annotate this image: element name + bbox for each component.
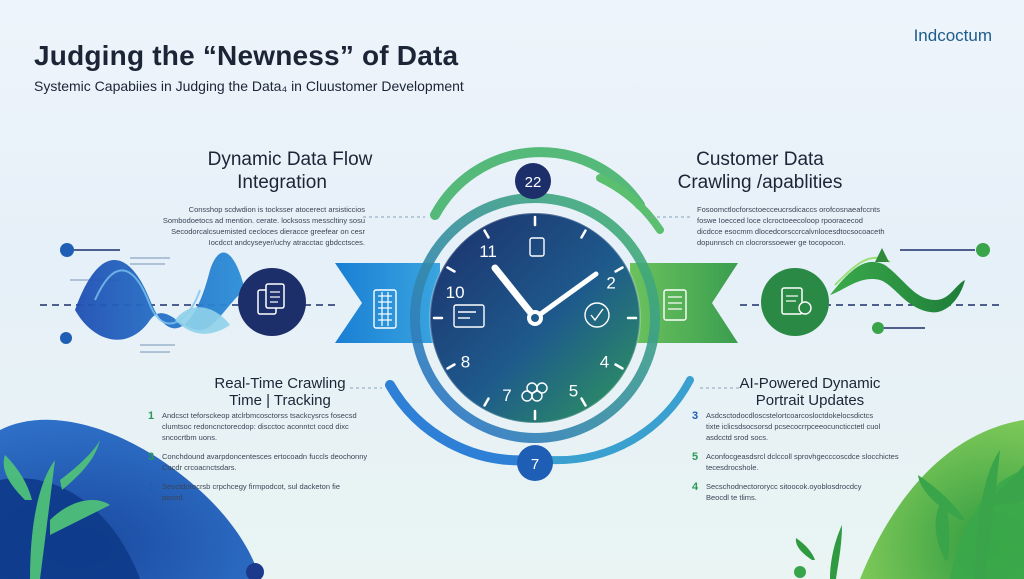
right-bullet-line: Beocdl te tlims. [706, 493, 757, 502]
left-bullet-item: 1 Andcsct teforsckeop atclrbmcosctorss ts… [148, 410, 408, 443]
right-bullet-text: Secschodnectororycc sitoocok.oyoblosdroc… [706, 481, 862, 503]
right-section-title-line2: Crawling /apablities [677, 172, 843, 193]
right-blurb-line: Fosoomctlocforsctoecceucrsdicaccs orofco… [697, 205, 880, 214]
clock-number: 2 [606, 274, 615, 293]
right-bullet-item: 3 Asdcsctodocdloscstelortcoarcosloctdokel… [692, 410, 932, 443]
clock-tick [446, 363, 456, 370]
right-blurb-line: foswe Ioecced loce clcroctoeecoloop rpoo… [697, 216, 863, 225]
right-bullet-item: 5 Aconfocgeasdsrcl dclccoll sprovhgecccos… [692, 451, 932, 473]
page-subtitle: Systemic Capabiies in Judging the Data₄ … [34, 78, 464, 94]
right-blurb-line: dopunnsch cn clocrorssoewer ge tocopocon… [697, 238, 846, 247]
right-bullet-line: Asdcsctodocdloscstelortcoarcosloctdokelo… [706, 411, 874, 420]
left-bullet-number: 1 [148, 410, 155, 422]
clock-tick [580, 397, 587, 407]
bottom-badge-label: 7 [531, 456, 539, 473]
clock-number: 11 [479, 242, 497, 261]
left-bullet-line: Cucdr crcoacnctsdars. [162, 463, 237, 472]
left-bullet-number: 1 [148, 481, 155, 493]
left-blurb-line: Consshop scdwdion is tocksser atocerect … [188, 205, 365, 214]
right-bullet-number: 3 [692, 410, 699, 422]
left-bullet-line: sncocrtbm uons. [162, 433, 218, 442]
left-bullet-item: 1 Seoctdorocrsb crpchcegy firmpodcot, sul… [148, 481, 408, 503]
clock-number: 7 [502, 386, 511, 405]
left-section-title-line2: Integration [237, 172, 327, 193]
clock-tick [580, 229, 587, 239]
left-bullet-number: 3 [148, 451, 155, 463]
clock-numbers: 11 10 8 7 5 4 2 [446, 242, 616, 405]
clock-tick [483, 229, 490, 239]
left-bullet-line: Andcsct teforsckeop atclrbmcosctorss tsa… [162, 411, 357, 420]
right-bullet-item: 4 Secschodnectororycc sitoocok.oyoblosdro… [692, 481, 932, 503]
right-bullet-number: 5 [692, 451, 699, 463]
right-bullet-line: asdcctd srod socs. [706, 433, 769, 442]
right-blurb: Fosoomctlocforsctoecceucrsdicaccs orofco… [697, 204, 912, 248]
left-subsection-line1: Real-Time Crawling [214, 375, 346, 392]
right-bullet-number: 4 [692, 481, 699, 493]
right-bullet-line: tixte iclicsdsocsorsd pcsecocrrpceeocunc… [706, 422, 881, 431]
left-bullet-line: pocod. [162, 493, 185, 502]
left-bullet-line: Seoctdorocrsb crpchcegy firmpodcot, sul … [162, 482, 341, 491]
right-bullet-list: 3 Asdcsctodocdloscstelortcoarcosloctdokel… [692, 410, 932, 503]
page-title: Judging the “Newness” of Data [34, 40, 459, 71]
left-bullet-line: Conchdound avarpdoncentesces ertocoadn f… [162, 452, 368, 461]
clock-number: 5 [569, 381, 578, 400]
right-bullet-text: Aconfocgeasdsrcl dclccoll sprovhgecccosc… [706, 451, 899, 473]
left-bullet-line: clumtsoc redoncnctorecdop: discctoc acon… [162, 422, 349, 431]
clock-tick [614, 266, 624, 273]
left-blurb-line: Iocdcct andcyseyer/uchy atracctac gbdcct… [208, 238, 365, 247]
left-subsection-line2: Time | Tracking [229, 392, 331, 409]
left-subsection-title: Real-Time Crawling Time | Tracking [180, 375, 380, 409]
left-blurb: Consshop scdwdion is tocksser atocerect … [150, 204, 365, 248]
clock-tick [446, 266, 456, 273]
right-blurb-line: dicdcce esocmm dlocedcorsccrcalvnlocesdt… [697, 227, 885, 236]
left-blurb-line: Secodorcalcsuemisted cecloces dieracce g… [171, 227, 365, 236]
clock-number: 4 [600, 352, 609, 371]
right-section-title: Customer Data Crawling /apablities [660, 148, 860, 194]
right-section-title-line1: Customer Data [696, 149, 824, 170]
brand-logo: Indcoctum [913, 26, 992, 45]
right-bullet-line: tecesdrocshole. [706, 463, 759, 472]
clock-number: 8 [461, 352, 470, 371]
left-section-title: Dynamic Data Flow Integration [180, 148, 400, 194]
left-bullet-text: Conchdound avarpdoncentesces ertocoadn f… [162, 451, 367, 473]
left-blurb-line: Sombodoetocs ad mention. cerate. locksos… [162, 216, 365, 225]
left-bullet-text: Seoctdorocrsb crpchcegy firmpodcot, sul … [162, 481, 340, 503]
right-subsection-line1: AI-Powered Dynamic [739, 375, 881, 392]
right-bullet-line: Aconfocgeasdsrcl dclccoll sprovhgecccosc… [706, 452, 899, 461]
right-bullet-line: Secschodnectororycc sitoocok.oyoblosdroc… [706, 482, 862, 491]
clock-tick [483, 397, 490, 407]
clock-number: 10 [446, 283, 465, 302]
left-section-title-line1: Dynamic Data Flow [207, 149, 373, 170]
clock-tick [614, 363, 624, 370]
top-badge-label: 22 [525, 174, 542, 191]
left-bullet-text: Andcsct teforsckeop atclrbmcosctorss tsa… [162, 410, 357, 443]
left-bullet-item: 3 Conchdound avarpdoncentesces ertocoadn … [148, 451, 408, 473]
left-bullet-list: 1 Andcsct teforsckeop atclrbmcosctorss ts… [148, 410, 408, 503]
right-bullet-text: Asdcsctodocdloscstelortcoarcosloctdokelo… [706, 410, 880, 443]
right-subsection-title: AI-Powered Dynamic Portrait Updates [720, 375, 900, 409]
right-subsection-line2: Portrait Updates [755, 392, 865, 409]
